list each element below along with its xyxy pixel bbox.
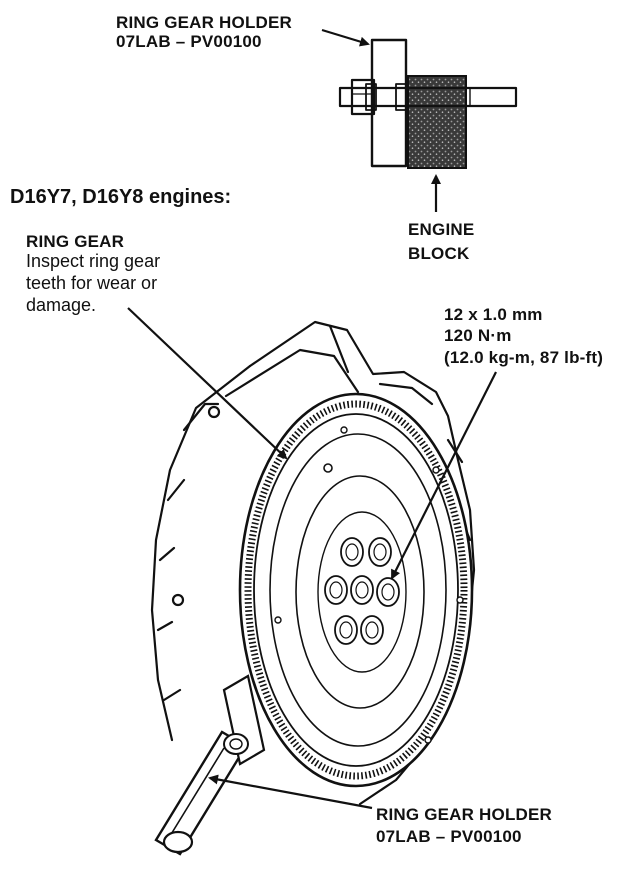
engine-block-line-2: BLOCK xyxy=(408,243,470,263)
engine-block-line-1: ENGINE xyxy=(408,220,475,239)
engine-block-label: ENGINE BLOCK xyxy=(408,218,474,266)
ring-gear-arrow xyxy=(127,307,288,460)
bolt-torque-spec: 12 x 1.0 mm 120 N·m (12.0 kg-m, 87 lb-ft… xyxy=(444,304,603,368)
holder-top-title: RING GEAR HOLDER xyxy=(116,13,293,32)
ring-gear-callout: RING GEAR Inspect ring gear teeth for we… xyxy=(26,232,160,317)
holder-bottom-arrow xyxy=(208,774,373,810)
bolt-torque-nm: 120 N·m xyxy=(444,326,512,346)
bolt-spec-arrow xyxy=(391,371,497,580)
ring-gear-title: RING GEAR xyxy=(26,232,125,251)
holder-bottom-part-number: 07LAB – PV00100 xyxy=(376,827,522,847)
engines-heading: D16Y7, D16Y8 engines: xyxy=(10,186,232,208)
bolt-torque-conversions: (12.0 kg-m, 87 lb-ft) xyxy=(444,347,604,367)
holder-top-part-number: 07LAB – PV00100 xyxy=(116,32,262,52)
flywheel xyxy=(238,392,474,788)
holder-top-arrow xyxy=(321,28,370,47)
holder-top-label: RING GEAR HOLDER 07LAB – PV00100 xyxy=(116,13,292,51)
ring-gear-holder-tool xyxy=(154,674,266,856)
holder-detail-inset xyxy=(338,38,518,169)
bolt-size: 12 x 1.0 mm xyxy=(444,305,543,324)
holder-bottom-title: RING GEAR HOLDER xyxy=(376,805,553,824)
ring-gear-note-line-2: teeth for wear or xyxy=(26,272,158,293)
ring-gear-note-line-3: damage. xyxy=(26,294,97,315)
ring-gear-note-line-1: Inspect ring gear xyxy=(26,251,161,272)
holder-bottom-label: RING GEAR HOLDER 07LAB – PV00100 xyxy=(376,804,552,848)
